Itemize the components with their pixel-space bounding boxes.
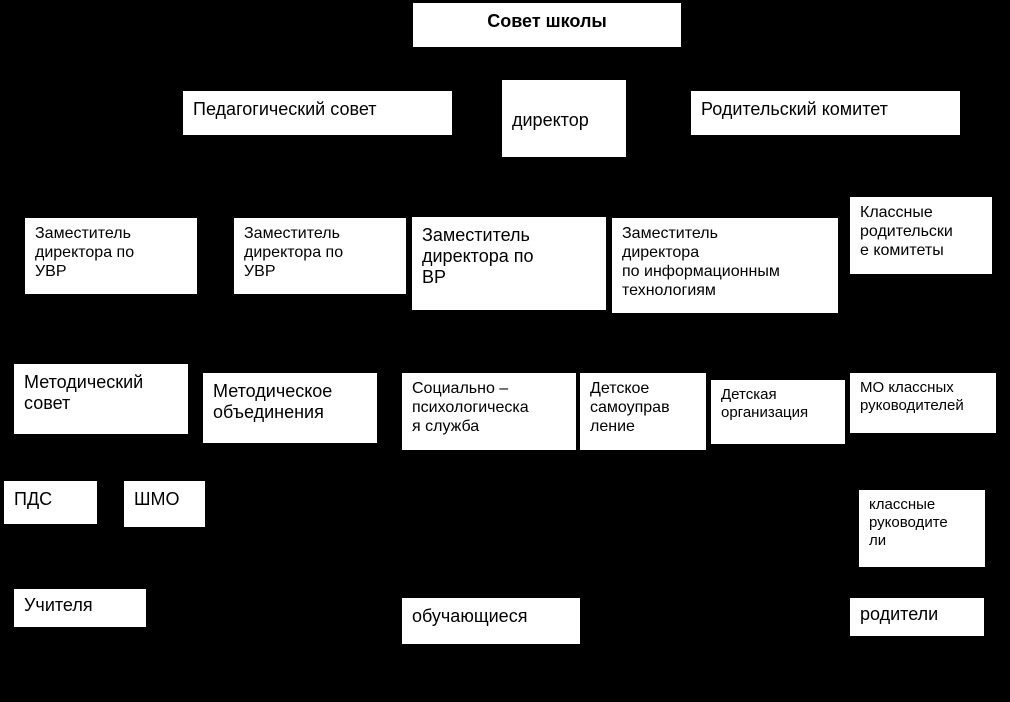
parents-box: родители bbox=[850, 598, 984, 636]
children-org-box: Детская организация bbox=[711, 380, 845, 444]
parents-label: родители bbox=[860, 604, 939, 624]
pds-box: ПДС bbox=[4, 481, 97, 524]
shmo-box: ШМО bbox=[124, 481, 205, 527]
arrow-head bbox=[146, 596, 152, 610]
pds-label: ПДС bbox=[14, 489, 53, 509]
pedagogical-council-label: Педагогический совет bbox=[193, 99, 377, 119]
parent-committee-label: Родительский комитет bbox=[701, 99, 888, 119]
deputy-it-box: Заместитель директора по информационным … bbox=[612, 218, 838, 313]
students-label: обучающиеся bbox=[412, 606, 528, 626]
methodical-council-label: Методический совет bbox=[24, 372, 144, 413]
class-teachers-label: классные руководите ли bbox=[869, 496, 948, 549]
mo-class-teachers-label: МО классных руководителей bbox=[860, 379, 964, 414]
teachers-box: Учителя bbox=[14, 589, 146, 627]
class-parent-committees-box: Классные родительски е комитеты bbox=[850, 197, 992, 274]
deputy-uvr-2-label: Заместитель директора по УВР bbox=[244, 225, 344, 280]
children-org-label: Детская организация bbox=[721, 386, 809, 421]
methodical-union-box: Методическое объединения bbox=[203, 373, 377, 443]
student-self-government-label: Детское самоуправ ление bbox=[590, 380, 670, 435]
deputy-it-label: Заместитель директора по информационным … bbox=[622, 225, 780, 299]
deputy-uvr-2-box: Заместитель директора по УВР bbox=[234, 218, 406, 294]
methodical-union-label: Методическое объединения bbox=[213, 381, 333, 422]
teachers-label: Учителя bbox=[24, 595, 93, 615]
class-teachers-box: классные руководите ли bbox=[859, 490, 985, 567]
class-parent-committees-label: Классные родительски е комитеты bbox=[860, 204, 953, 259]
methodical-council-box: Методический совет bbox=[14, 364, 188, 434]
student-self-government-box: Детское самоуправ ление bbox=[580, 373, 706, 450]
deputy-uvr-1-label: Заместитель директора по УВР bbox=[35, 225, 135, 280]
director-label: директор bbox=[512, 110, 589, 130]
mo-class-teachers-box: МО классных руководителей bbox=[850, 373, 996, 433]
social-psych-service-label: Социально – психологическа я служба bbox=[412, 380, 529, 435]
pedagogical-council-box: Педагогический совет bbox=[183, 91, 452, 135]
school-council-box: Совет школы bbox=[413, 3, 681, 47]
students-box: обучающиеся bbox=[402, 598, 580, 644]
deputy-vr-box: Заместитель директора по ВР bbox=[412, 217, 606, 310]
parent-committee-box: Родительский комитет bbox=[691, 91, 960, 135]
social-psych-service-box: Социально – психологическа я служба bbox=[402, 373, 576, 450]
shmo-label: ШМО bbox=[134, 489, 180, 509]
school-council-label: Совет школы bbox=[487, 11, 607, 31]
deputy-uvr-1-box: Заместитель директора по УВР bbox=[25, 218, 197, 294]
deputy-vr-label: Заместитель директора по ВР bbox=[422, 225, 534, 287]
director-box: директор bbox=[502, 80, 626, 157]
